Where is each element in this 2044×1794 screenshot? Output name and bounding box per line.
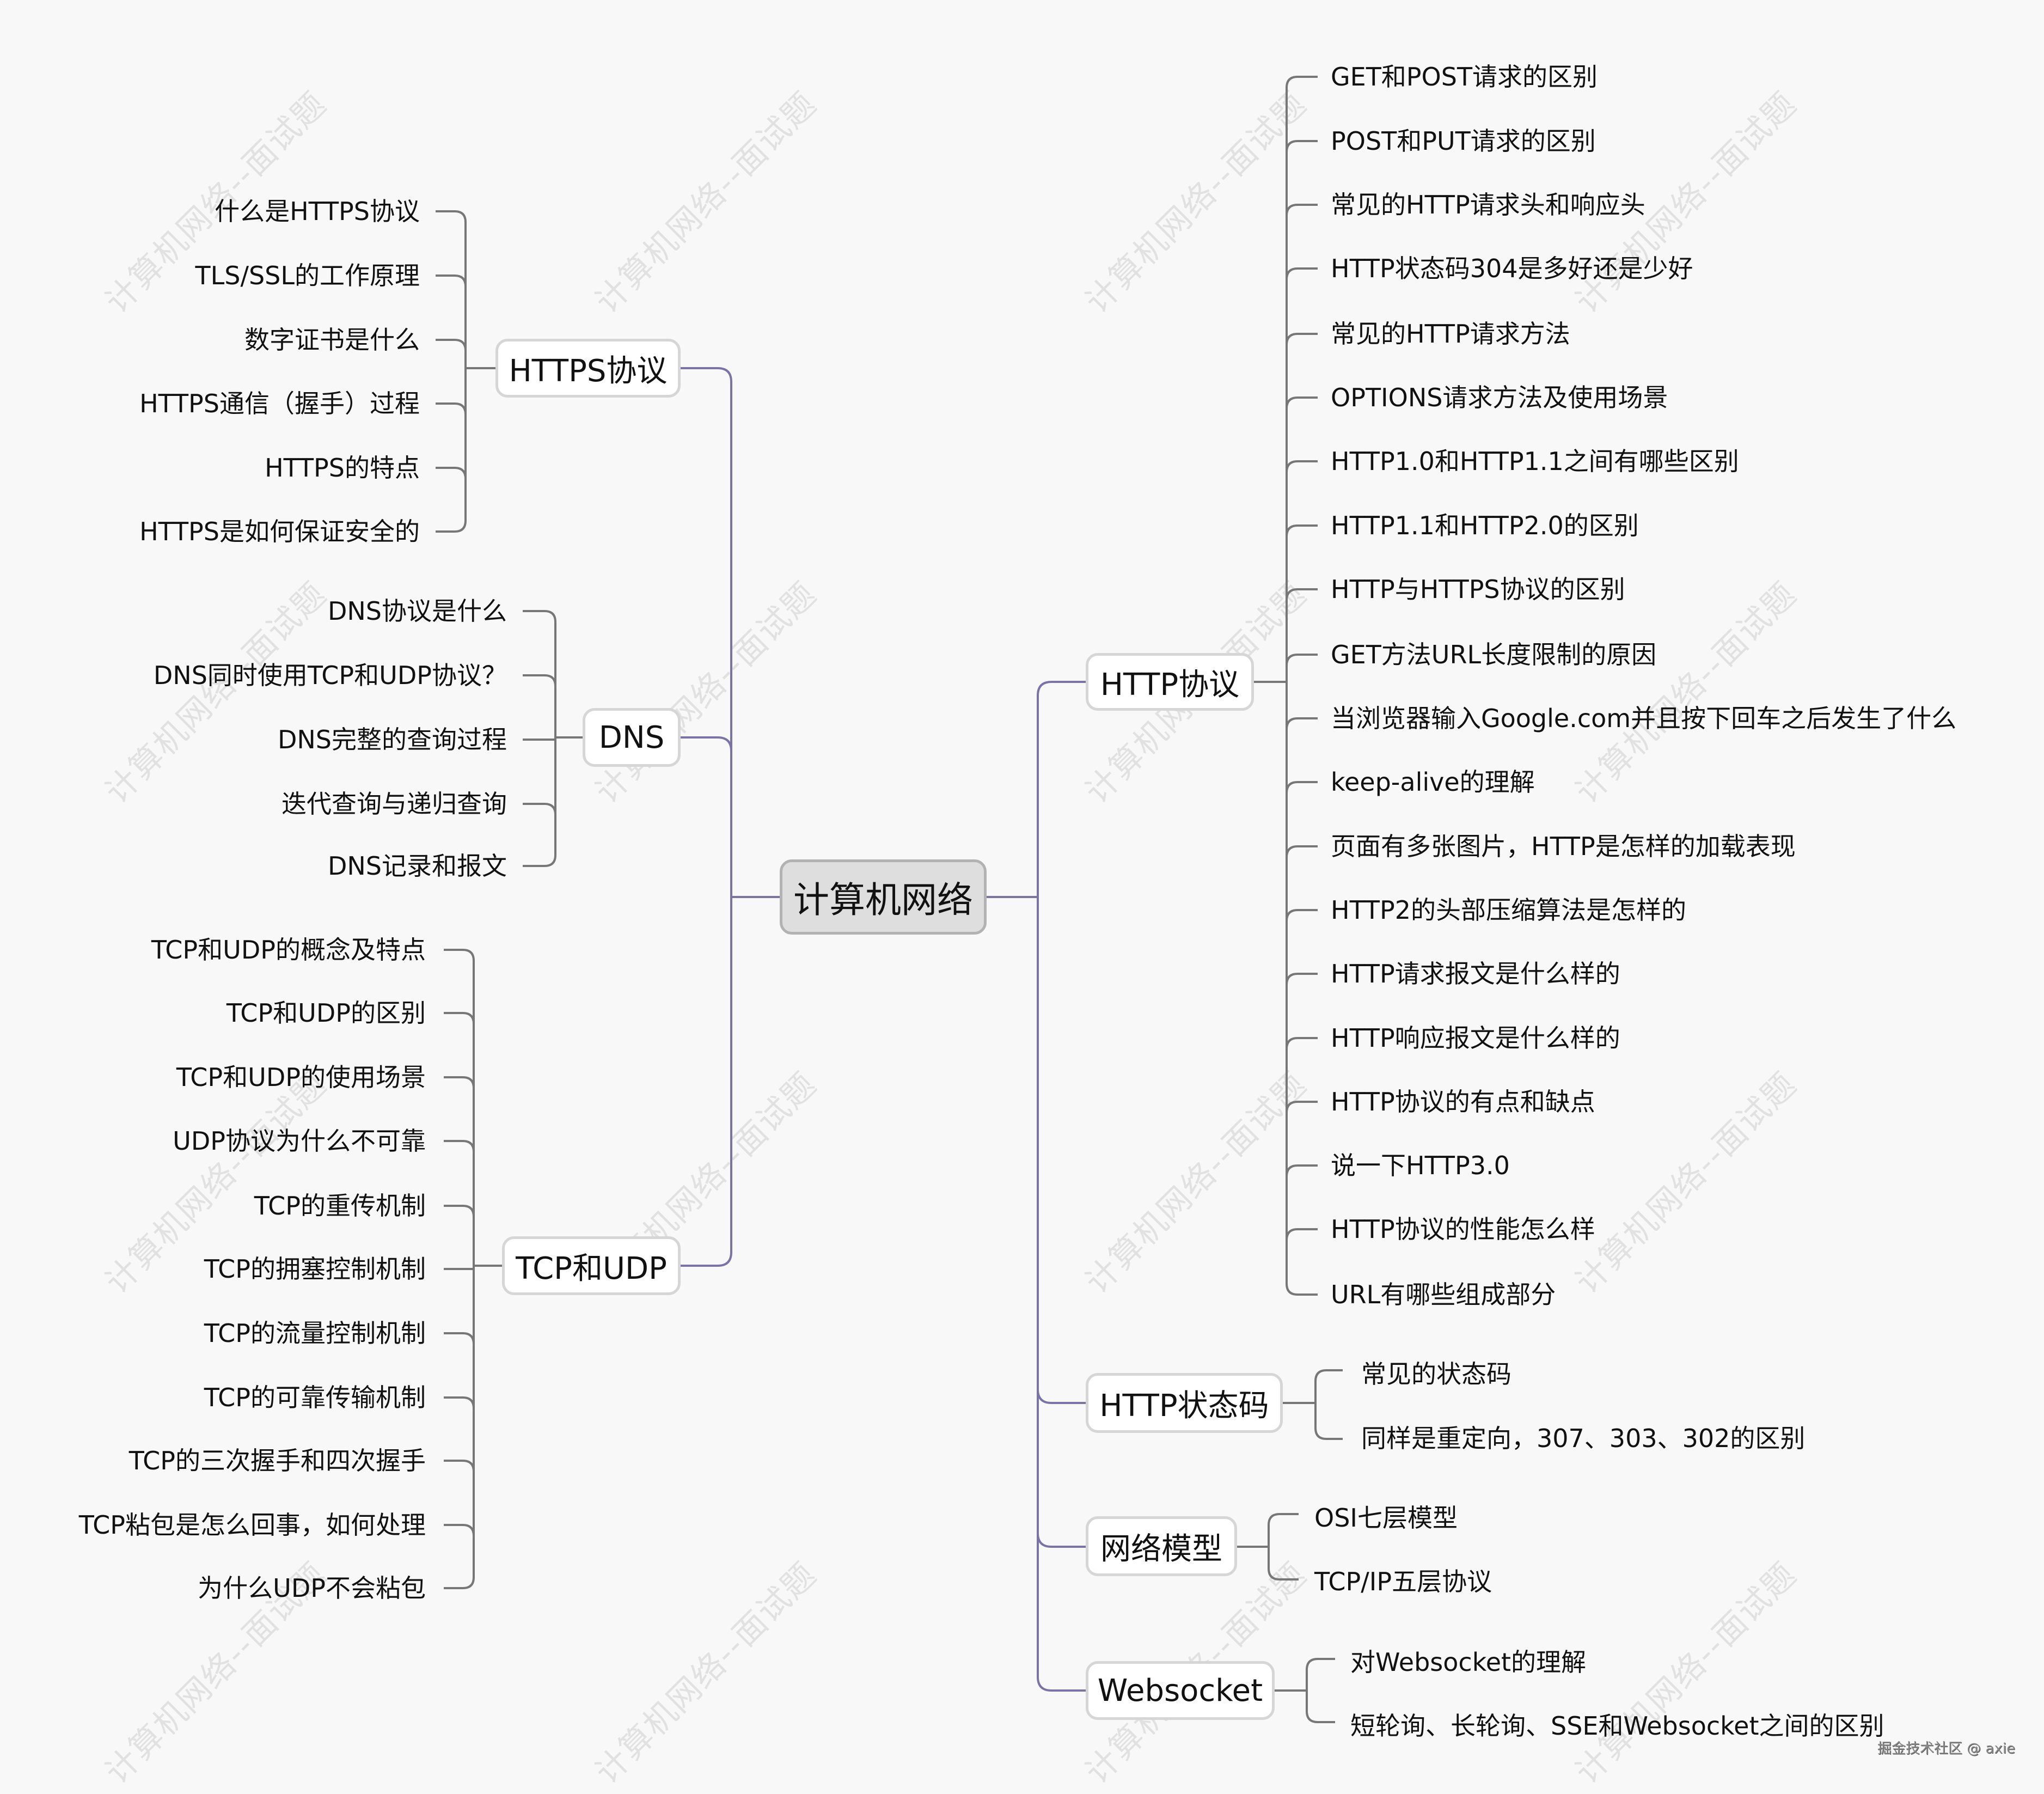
watermark: 计算机网络--面试题 xyxy=(1078,84,1314,321)
leaf-node[interactable]: 对Websocket的理解 xyxy=(1350,1647,1587,1677)
leaf-node[interactable]: DNS记录和报文 xyxy=(327,851,507,881)
source-credit: 掘金技术社区 @ axie xyxy=(1877,1741,2016,1757)
leaf-node[interactable]: HTTP1.1和HTTP2.0的区别 xyxy=(1331,511,1639,540)
leaf-node[interactable]: 短轮询、长轮询、SSE和Websocket之间的区别 xyxy=(1350,1711,1884,1741)
leaf-node[interactable]: 页面有多张图片，HTTP是怎样的加载表现 xyxy=(1331,832,1796,861)
leaf-node[interactable]: 常见的HTTP请求头和响应头 xyxy=(1331,190,1645,219)
leaf-node[interactable]: OPTIONS请求方法及使用场景 xyxy=(1331,383,1668,412)
branch-label: HTTPS协议 xyxy=(509,353,668,389)
watermark: 计算机网络--面试题 xyxy=(588,1555,824,1792)
leaf-node[interactable]: HTTPS通信（握手）过程 xyxy=(139,389,420,418)
branch-label: 网络模型 xyxy=(1100,1531,1222,1567)
leaf-node[interactable]: 常见的状态码 xyxy=(1361,1359,1511,1389)
leaf-node[interactable]: HTTP响应报文是什么样的 xyxy=(1331,1023,1620,1053)
root-node[interactable]: 计算机网络 xyxy=(780,859,987,935)
leaf-node[interactable]: HTTP与HTTPS协议的区别 xyxy=(1331,575,1625,604)
leaf-node[interactable]: POST和PUT请求的区别 xyxy=(1331,126,1596,156)
watermark: 计算机网络--面试题 xyxy=(1568,575,1804,811)
leaf-node[interactable]: OSI七层模型 xyxy=(1314,1503,1458,1533)
leaf-node[interactable]: TCP的拥塞控制机制 xyxy=(204,1254,426,1284)
leaf-node[interactable]: 常见的HTTP请求方法 xyxy=(1331,319,1570,349)
watermark: 计算机网络--面试题 xyxy=(1078,1065,1314,1302)
branch-node-tcp-udp[interactable]: TCP和UDP xyxy=(502,1236,681,1295)
leaf-node[interactable]: UDP协议为什么不可靠 xyxy=(173,1126,426,1156)
root-label: 计算机网络 xyxy=(793,879,973,921)
branch-node-http[interactable]: HTTP协议 xyxy=(1086,653,1254,711)
branch-label: Websocket xyxy=(1097,1673,1263,1708)
branch-label: HTTP协议 xyxy=(1100,667,1240,703)
leaf-node[interactable]: 为什么UDP不会粘包 xyxy=(198,1573,426,1603)
branch-node-status-code[interactable]: HTTP状态码 xyxy=(1086,1373,1283,1433)
leaf-node[interactable]: 迭代查询与递归查询 xyxy=(281,789,507,819)
branch-label: HTTP状态码 xyxy=(1099,1388,1269,1424)
leaf-node[interactable]: DNS协议是什么 xyxy=(327,596,507,626)
leaf-node[interactable]: TCP的流量控制机制 xyxy=(204,1319,426,1348)
branch-label: DNS xyxy=(598,719,665,755)
watermark: 计算机网络--面试题 xyxy=(1568,1555,1804,1792)
leaf-node[interactable]: 说一下HTTP3.0 xyxy=(1331,1151,1510,1180)
leaf-node[interactable]: 数字证书是什么 xyxy=(244,325,420,355)
branch-node-dns[interactable]: DNS xyxy=(583,708,681,767)
branch-node-https[interactable]: HTTPS协议 xyxy=(495,339,681,398)
watermark: 计算机网络--面试题 xyxy=(588,575,824,811)
leaf-node[interactable]: DNS同时使用TCP和UDP协议？ xyxy=(153,661,507,690)
leaf-node[interactable]: 同样是重定向，307、303、302的区别 xyxy=(1361,1424,1806,1453)
leaf-node[interactable]: HTTP请求报文是什么样的 xyxy=(1331,959,1620,988)
leaf-node[interactable]: TCP和UDP的区别 xyxy=(226,998,426,1028)
leaf-node[interactable]: TCP和UDP的使用场景 xyxy=(176,1063,426,1092)
leaf-node[interactable]: URL有哪些组成部分 xyxy=(1331,1280,1556,1309)
leaf-node[interactable]: TCP粘包是怎么回事，如何处理 xyxy=(78,1510,426,1540)
leaf-node[interactable]: HTTPS是如何保证安全的 xyxy=(139,517,420,546)
leaf-node[interactable]: TCP/IP五层协议 xyxy=(1314,1567,1492,1596)
branch-label: TCP和UDP xyxy=(516,1250,667,1286)
leaf-node[interactable]: TCP的可靠传输机制 xyxy=(204,1383,426,1412)
leaf-node[interactable]: GET和POST请求的区别 xyxy=(1331,62,1598,91)
leaf-node[interactable]: keep-alive的理解 xyxy=(1331,767,1535,797)
leaf-node[interactable]: 当浏览器输入Google.com并且按下回车之后发生了什么 xyxy=(1331,704,1957,733)
leaf-node[interactable]: TCP的三次握手和四次握手 xyxy=(128,1446,426,1475)
leaf-node[interactable]: TCP和UDP的概念及特点 xyxy=(151,935,426,965)
leaf-node[interactable]: HTTPS的特点 xyxy=(265,453,420,483)
watermark: 计算机网络--面试题 xyxy=(588,84,824,321)
leaf-node[interactable]: TLS/SSL的工作原理 xyxy=(195,261,420,290)
branch-node-websocket[interactable]: Websocket xyxy=(1086,1661,1275,1720)
leaf-node[interactable]: HTTP协议的性能怎么样 xyxy=(1331,1215,1595,1244)
leaf-node[interactable]: HTTP协议的有点和缺点 xyxy=(1331,1087,1595,1116)
leaf-node[interactable]: TCP的重传机制 xyxy=(254,1191,426,1221)
leaf-node[interactable]: HTTP2的头部压缩算法是怎样的 xyxy=(1331,895,1686,925)
watermark: 计算机网络--面试题 xyxy=(1568,1065,1804,1302)
leaf-node[interactable]: HTTP1.0和HTTP1.1之间有哪些区别 xyxy=(1331,447,1739,476)
leaf-node[interactable]: HTTP状态码304是多好还是少好 xyxy=(1331,254,1693,283)
leaf-node[interactable]: GET方法URL长度限制的原因 xyxy=(1331,640,1657,669)
branch-node-network-model[interactable]: 网络模型 xyxy=(1086,1516,1237,1576)
leaf-node[interactable]: DNS完整的查询过程 xyxy=(277,725,507,754)
leaf-node[interactable]: 什么是HTTPS协议 xyxy=(215,197,420,226)
